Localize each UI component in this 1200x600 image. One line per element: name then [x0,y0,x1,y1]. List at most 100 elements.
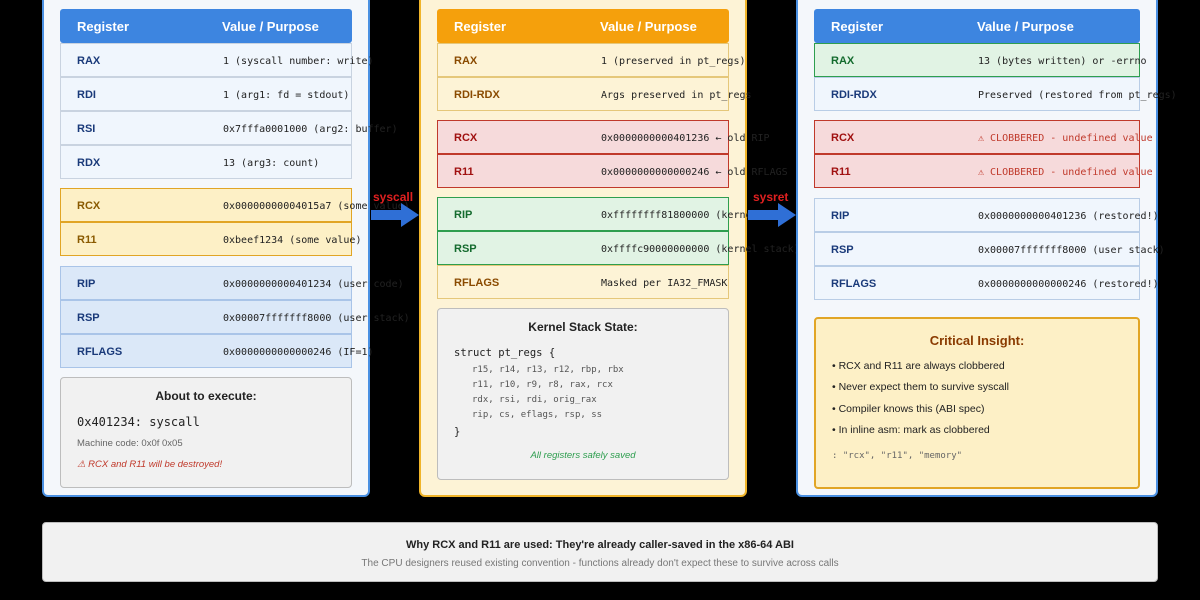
left-row-rsi: RSI 0x7fffa0001000 (arg2: buffer) [60,111,398,145]
register-value: Masked per IA32_FMASK [601,278,728,289]
register-name: R11 [454,166,474,178]
register-name: RAX [831,55,855,67]
register-value: 1 (syscall number: write) [223,56,374,67]
register-value: 0x0000000000401236 (restored!) [978,211,1159,222]
insight-bullet-3: • Compiler knows this (ABI spec) [832,403,985,415]
footer-subtitle: The CPU designers reused existing conven… [361,558,839,569]
syscall-arrow [371,203,419,227]
middle-header-register: Register [454,19,507,34]
destroy-warning: ⚠ RCX and R11 will be destroyed! [77,459,223,470]
register-name: R11 [831,166,851,178]
right-row-rdi-rdx: RDI-RDX Preserved (restored from pt_regs… [814,77,1177,111]
sysret-label: sysret [753,190,789,204]
right-row-rcx: RCX ⚠ CLOBBERED - undefined value [814,120,1153,154]
register-value: 0x0000000000000246 (IF=1) [223,347,374,358]
middle-row-rax: RAX 1 (preserved in pt_regs) [437,43,746,77]
register-value: 0x7fffa0001000 (arg2: buffer) [223,124,398,135]
left-header-register: Register [77,19,130,34]
register-name: RDI-RDX [831,89,877,101]
register-name: RCX [77,200,101,212]
middle-row-rdi-rdx: RDI-RDX Args preserved in pt_regs [437,77,752,111]
register-value: 0xffffc90000000000 (kernel stack) [601,244,800,255]
register-value: 0xbeef1234 (some value) [223,235,362,246]
right-header-value: Value / Purpose [977,19,1074,34]
register-name: RIP [831,210,850,222]
register-name: RIP [77,278,96,290]
register-name: RIP [454,209,473,221]
insight-bullet-2: • Never expect them to survive syscall [832,381,1009,393]
register-name: RAX [77,55,101,67]
left-table-header: Register Value / Purpose [60,9,352,43]
middle-row-rflags: RFLAGS Masked per IA32_FMASK [437,265,729,299]
left-row-rflags: RFLAGS 0x0000000000000246 (IF=1) [60,334,374,368]
stack-line-1: r15, r14, r13, r12, rbp, rbx [472,365,624,375]
register-name: RDI [77,89,96,101]
stack-line-close: } [454,426,461,438]
stack-title: Kernel Stack State: [528,320,638,334]
register-value: 13 (bytes written) or -errno [978,56,1147,67]
clobbered-value: ⚠ CLOBBERED - undefined value [978,133,1153,144]
abi-explanation-footer: Why RCX and R11 are used: They're alread… [42,522,1158,582]
register-value: Args preserved in pt_regs [601,90,752,101]
register-name: RSP [77,312,100,324]
insight-bullet-1: • RCX and R11 are always clobbered [832,360,1005,372]
register-name: RFLAGS [454,277,500,289]
register-value: 0x0000000000000246 (restored!) [978,279,1159,290]
register-value: 13 (arg3: count) [223,158,320,169]
insight-title: Critical Insight: [929,333,1025,348]
right-row-rsp: RSP 0x00007fffffff8000 (user stack) [814,232,1165,266]
left-row-rdi: RDI 1 (arg1: fd = stdout) [60,77,352,111]
stack-line-3: rdx, rsi, rdi, orig_rax [472,395,597,405]
register-name: RFLAGS [77,346,123,358]
clobber-list-code: : "rcx", "r11", "memory" [832,451,963,461]
register-name: RDX [77,157,101,169]
register-name: R11 [77,234,97,246]
register-value: 0x0000000000401236 ← old RIP [601,133,770,144]
register-value: 0xffffffff81800000 (kernel) [601,210,764,221]
critical-insight-box: Critical Insight: • RCX and R11 are alwa… [814,317,1140,489]
footer-title: Why RCX and R11 are used: They're alread… [406,539,794,551]
right-row-rflags: RFLAGS 0x0000000000000246 (restored!) [814,266,1159,300]
about-title: About to execute: [155,389,257,403]
middle-row-rcx: RCX 0x0000000000401236 ← old RIP [437,120,770,154]
register-value: 1 (preserved in pt_regs) [601,56,746,67]
middle-header-value: Value / Purpose [600,19,697,34]
left-row-rdx: RDX 13 (arg3: count) [60,145,352,179]
middle-row-rip: RIP 0xffffffff81800000 (kernel) [437,197,764,231]
register-value: 0x00000000004015a7 (some value) [223,201,410,212]
register-name: RDI-RDX [454,89,500,101]
register-name: RSP [831,244,854,256]
right-row-rip: RIP 0x0000000000401236 (restored!) [814,198,1159,232]
right-row-rax: RAX 13 (bytes written) or -errno [814,43,1147,77]
stack-line-4: rip, cs, eflags, rsp, ss [472,410,603,420]
kernel-stack-box: Kernel Stack State: struct pt_regs { r15… [437,308,729,480]
register-name: RFLAGS [831,278,877,290]
left-row-rcx: RCX 0x00000000004015a7 (some value) [60,188,410,222]
right-header-register: Register [831,19,884,34]
left-header-value: Value / Purpose [222,19,319,34]
machine-code: Machine code: 0x0f 0x05 [77,438,183,449]
syscall-label: syscall [373,190,414,204]
right-table-header: Register Value / Purpose [814,9,1140,43]
sysret-arrow [748,203,796,227]
left-row-r11: R11 0xbeef1234 (some value) [60,222,361,256]
register-value: 0x00007fffffff8000 (user stack) [978,245,1165,256]
register-name: RCX [454,132,478,144]
register-value: Preserved (restored from pt_regs) [978,90,1177,101]
register-value: 0x00007fffffff8000 (user stack) [223,313,410,324]
register-name: RSP [454,243,477,255]
right-row-r11: R11 ⚠ CLOBBERED - undefined value [814,154,1153,188]
register-name: RCX [831,132,855,144]
middle-table-header: Register Value / Purpose [437,9,729,43]
middle-row-rsp: RSP 0xffffc90000000000 (kernel stack) [437,231,800,265]
left-row-rax: RAX 1 (syscall number: write) [60,43,374,77]
register-value: 0x0000000000401234 (user code) [223,279,404,290]
insight-bullet-4: • In inline asm: mark as clobbered [832,424,990,436]
middle-row-r11: R11 0x0000000000000246 ← old RFLAGS [437,154,788,188]
syscall-instruction: 0x401234: syscall [77,415,200,429]
register-value: 0x0000000000000246 ← old RFLAGS [601,167,788,178]
left-row-rip: RIP 0x0000000000401234 (user code) [60,266,404,300]
left-row-rsp: RSP 0x00007fffffff8000 (user stack) [60,300,410,334]
register-value: 1 (arg1: fd = stdout) [223,90,350,101]
about-to-execute-box: About to execute: 0x401234: syscall Mach… [60,377,352,488]
